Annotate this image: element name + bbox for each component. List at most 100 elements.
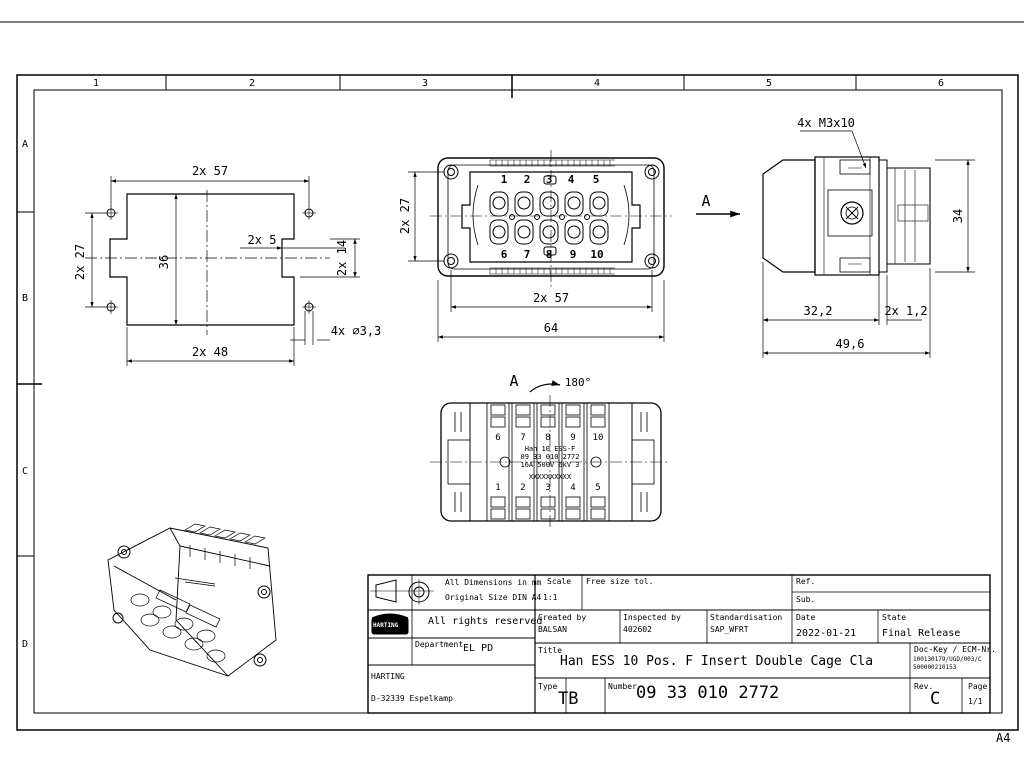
date-label: Date [796,613,816,622]
screw-callout: 4x M3x10 [797,116,855,130]
title-block [367,574,991,714]
terminal-number: 2 [520,483,525,493]
original-size-note: Original Size DIN A4 [445,593,542,602]
terminal-number: 3 [545,483,550,493]
scale-value: 1:1 [543,593,558,602]
standardisation-label: Standardisation [710,613,783,622]
dim-cutout-slot-height: 2x 14 [335,240,349,276]
dim-side-height: 34 [951,209,965,223]
type-label: Type [538,682,558,691]
contact-number: 1 [501,173,508,186]
inspected-label: Inspected by [623,613,681,622]
date-value: 2022-01-21 [796,628,857,639]
dim-front-width-outer: 64 [544,321,558,335]
row-label: D [22,639,28,650]
row-labels: A B C D [22,139,28,650]
company-name: HARTING [371,672,405,681]
rotation-label: 180° [565,376,592,389]
row-label: B [22,293,28,304]
product-marking: 16A 500V 6kV 3 [520,461,579,469]
scale-label: Scale [547,577,572,586]
tolerance-note: Free size tol. [586,577,654,586]
state-value: Final Release [882,628,961,639]
rear-view [430,380,670,530]
page-label: Page [968,682,988,691]
page-value: 1/1 [968,697,983,706]
contact-number: 5 [593,173,600,186]
view-a-label: A [701,192,710,210]
dockey-label: Doc-Key / ECM-Nr. [914,645,996,654]
column-label: 4 [594,78,600,89]
contact-number: 10 [590,248,603,261]
contact-number: 4 [568,173,575,186]
department-label: Department [415,640,464,649]
side-view [762,130,975,358]
dim-cutout-slot: 2x 5 [248,233,277,247]
type-value: TB [558,689,579,709]
dimensions-note: All Dimensions in mm [445,578,542,587]
title-label: Title [538,646,563,655]
rights-note: All rights reserved [428,616,543,627]
dim-cutout-holes: 4x ∅3,3 [331,324,382,338]
terminal-number: 5 [595,483,600,493]
column-label: 3 [422,78,428,89]
side-view-labels: 4x M3x10 34 32,2 2x 1,2 49,6 [797,116,965,351]
row-label: C [22,466,28,477]
dim-cutout-width: 2x 57 [192,164,228,178]
row-label: A [22,139,28,150]
cutout-dimensions: 2x 57 2x 27 36 2x 5 2x 14 4x ∅3,3 2x 48 [73,164,381,359]
product-marking: 09 33 010 2772 [520,453,579,461]
part-number: 09 33 010 2772 [636,683,780,703]
terminal-number: 1 [495,483,500,493]
format-label: A4 [996,731,1010,745]
contact-number: 3 [546,173,553,186]
dim-side-total: 49,6 [836,337,865,351]
column-label: 6 [938,78,944,89]
rear-view-labels: A 180° 6 7 8 9 10 1 2 3 4 5 Han 10 ESS-F… [495,372,603,493]
panel-cutout-view [85,176,360,366]
dim-side-offset: 2x 1,2 [884,304,927,318]
column-label: 1 [93,78,99,89]
terminal-number: 10 [593,433,604,443]
terminal-number: 8 [545,433,550,443]
dim-cutout-height: 2x 27 [73,244,87,280]
company-address: D-32339 Espelkamp [371,694,453,703]
contact-number: 8 [546,248,553,261]
product-marking: Han 10 ESS-F [525,445,576,453]
department-value: EL PD [463,643,494,654]
created-label: Created by [538,613,587,622]
dim-front-width-inner: 2x 57 [533,291,569,305]
front-view-labels: 1 2 3 4 5 6 7 8 9 10 2x 27 2x 57 64 A [398,173,711,335]
terminal-number: 9 [570,433,575,443]
view-a-label-rear: A [509,372,518,390]
dim-side-depth: 32,2 [804,304,833,318]
logo-text: HARTING [373,622,399,629]
revision-value: C [930,689,941,709]
standardisation-value: SAP_WFRT [710,625,749,634]
column-label: 5 [766,78,772,89]
inspected-value: 402602 [623,625,652,634]
terminal-number: 4 [570,483,575,493]
projection-symbol [370,579,434,605]
harting-logo [371,613,409,635]
contact-number: 6 [501,248,508,261]
revision-label: Rev. [914,682,934,691]
product-marking: XXXXXXXXXX [529,473,572,481]
dockey-value: 100130179/UGD/003/C [913,656,982,663]
sub-label: Sub. [796,595,816,604]
contact-number: 7 [524,248,531,261]
terminal-number: 7 [520,433,525,443]
ref-label: Ref. [796,577,816,586]
ecm-number: 500000210153 [913,664,957,671]
isometric-view [107,523,277,677]
dim-front-height: 2x 27 [398,198,412,234]
drawing-title: Han ESS 10 Pos. F Insert Double Cage Cla [560,654,874,669]
number-label: Number [608,682,637,691]
contact-number: 9 [570,248,577,261]
column-label: 2 [249,78,255,89]
contact-number: 2 [524,173,531,186]
created-value: BALSAN [538,625,567,634]
dim-cutout-inner: 36 [157,255,171,269]
terminal-number: 6 [495,433,500,443]
